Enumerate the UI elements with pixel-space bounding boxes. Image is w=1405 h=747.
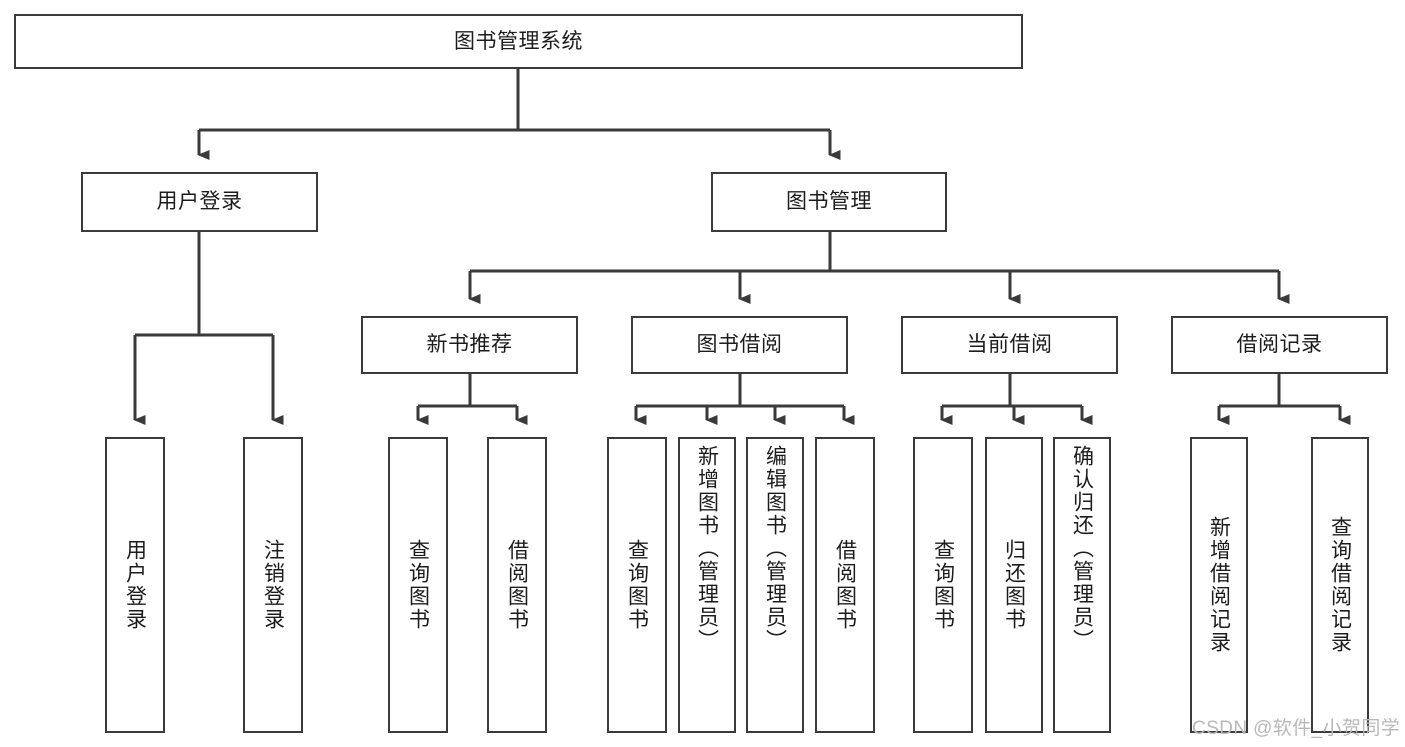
node-borrow-record[interactable]: 借阅记录 — [1171, 316, 1388, 374]
node-book-manage[interactable]: 图书管理 — [711, 172, 947, 232]
node-leaf-return-book[interactable]: 归还图书 — [985, 437, 1043, 733]
node-leaf-user-login-label: 用户登录 — [123, 539, 147, 631]
node-new-book-rec-label: 新书推荐 — [426, 333, 513, 357]
node-user-login-label: 用户登录 — [156, 190, 243, 214]
node-leaf-borrow-book-1-label: 借阅图书 — [505, 539, 529, 631]
node-leaf-confirm-return[interactable]: 确认归还（管理员） — [1053, 437, 1111, 733]
node-root-label: 图书管理系统 — [454, 29, 583, 53]
node-current-borrow[interactable]: 当前借阅 — [901, 316, 1118, 374]
node-leaf-add-record[interactable]: 新增借阅记录 — [1190, 437, 1248, 733]
node-leaf-confirm-return-label: 确认归还（管理员） — [1070, 445, 1094, 652]
node-user-login[interactable]: 用户登录 — [81, 172, 318, 232]
node-leaf-logout[interactable]: 注销登录 — [243, 437, 303, 733]
node-leaf-edit-book[interactable]: 编辑图书（管理员） — [746, 437, 804, 733]
node-leaf-query-book-3-label: 查询图书 — [931, 539, 955, 631]
node-leaf-add-record-label: 新增借阅记录 — [1207, 516, 1231, 654]
node-leaf-query-book-3[interactable]: 查询图书 — [913, 437, 973, 733]
node-leaf-query-book-1[interactable]: 查询图书 — [388, 437, 448, 733]
node-borrow-record-label: 借阅记录 — [1236, 333, 1323, 357]
node-leaf-query-book-2[interactable]: 查询图书 — [607, 437, 667, 733]
watermark-text: CSDN @软件_小贺同学 — [1192, 718, 1401, 739]
node-new-book-rec[interactable]: 新书推荐 — [361, 316, 578, 374]
node-book-borrow-label: 图书借阅 — [696, 333, 783, 357]
node-leaf-logout-label: 注销登录 — [261, 539, 285, 631]
node-leaf-borrow-book-1[interactable]: 借阅图书 — [487, 437, 547, 733]
node-leaf-edit-book-label: 编辑图书（管理员） — [763, 445, 787, 652]
node-current-borrow-label: 当前借阅 — [966, 333, 1053, 357]
node-leaf-user-login[interactable]: 用户登录 — [105, 437, 165, 733]
node-leaf-add-book[interactable]: 新增图书（管理员） — [678, 437, 736, 733]
node-leaf-query-book-1-label: 查询图书 — [406, 539, 430, 631]
node-book-manage-label: 图书管理 — [786, 190, 872, 214]
node-root[interactable]: 图书管理系统 — [14, 14, 1023, 69]
node-leaf-borrow-book-2-label: 借阅图书 — [833, 539, 857, 631]
node-leaf-query-book-2-label: 查询图书 — [625, 539, 649, 631]
node-leaf-query-record[interactable]: 查询借阅记录 — [1311, 437, 1369, 733]
node-book-borrow[interactable]: 图书借阅 — [631, 316, 848, 374]
node-leaf-return-book-label: 归还图书 — [1002, 539, 1026, 631]
node-leaf-add-book-label: 新增图书（管理员） — [695, 445, 719, 652]
node-leaf-borrow-book-2[interactable]: 借阅图书 — [815, 437, 875, 733]
node-leaf-query-record-label: 查询借阅记录 — [1328, 516, 1352, 654]
